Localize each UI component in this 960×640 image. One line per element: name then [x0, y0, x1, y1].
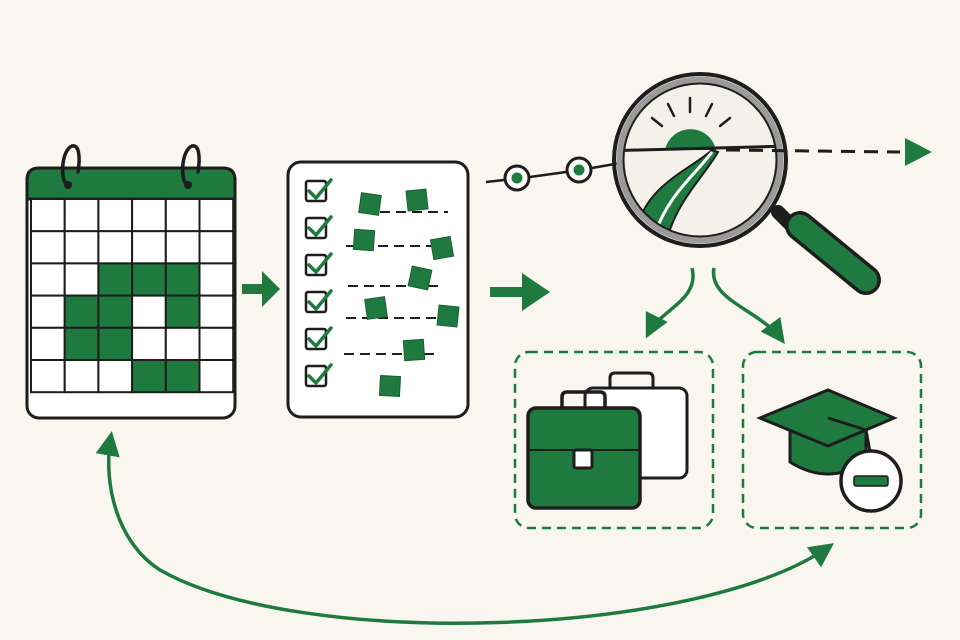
checkbox: [304, 290, 328, 314]
arrow-forward-icon: [905, 138, 932, 166]
minus-icon: [839, 449, 903, 513]
calendar-cell: [164, 230, 201, 265]
calendar-cell: [97, 262, 134, 297]
calendar-icon: [25, 144, 237, 420]
calendar-cell: [63, 262, 100, 297]
calendar-cell: [164, 198, 201, 233]
checkbox: [304, 216, 328, 240]
sunrise-icon: [665, 129, 716, 150]
checklist-items: [304, 178, 460, 398]
calendar-cell: [164, 262, 201, 297]
calendar-cell: [164, 359, 201, 394]
task-block: [352, 228, 376, 252]
calendar-cell: [198, 230, 235, 265]
arrow-checklist-to-lens: [490, 273, 550, 311]
task-block: [405, 188, 429, 212]
calendar-cell: [131, 262, 167, 297]
timeline-icon: [485, 156, 627, 192]
calendar-cell: [97, 230, 134, 265]
calendar-cell: [30, 198, 66, 233]
task-block: [358, 192, 382, 216]
dashed-path-forward: [725, 148, 901, 154]
check-mark-icon: [307, 215, 333, 237]
task-block: [407, 265, 433, 291]
calendar-cell: [97, 326, 134, 361]
calendar-cell: [63, 294, 100, 329]
arrow-to-career: [645, 267, 695, 339]
calendar-cell: [131, 230, 167, 265]
calendar-cell: [198, 198, 235, 233]
magnifier-rim: [612, 72, 788, 248]
check-mark-icon: [307, 252, 333, 274]
calendar-ring-left: [60, 144, 81, 186]
calendar-cell: [164, 294, 201, 329]
cap-tassel: [827, 416, 872, 453]
calendar-cell: [198, 359, 235, 394]
checkbox: [304, 364, 328, 388]
calendar-cell: [198, 326, 235, 361]
arrow-to-education: [711, 267, 785, 344]
check-mark-icon: [307, 289, 333, 311]
career-option-box: [513, 350, 715, 530]
calendar-cell: [131, 326, 167, 361]
timeline-node-1: [503, 164, 531, 192]
calendar-cell: [97, 198, 134, 233]
calendar-cell: [131, 359, 167, 394]
check-mark-icon: [307, 178, 333, 200]
calendar-cell: [97, 359, 134, 394]
calendar-cell: [30, 359, 66, 394]
calendar-ring-right: [180, 144, 201, 186]
calendar-cell: [198, 262, 235, 297]
calendar-cell: [131, 294, 167, 329]
calendar-cell: [30, 262, 66, 297]
calendar-cell: [131, 198, 167, 233]
checkbox: [304, 253, 328, 277]
task-block: [402, 338, 426, 362]
calendar-cell: [63, 230, 100, 265]
check-mark-icon: [307, 363, 333, 385]
calendar-cell: [63, 326, 100, 361]
task-block: [364, 296, 388, 320]
calendar-cell: [63, 198, 100, 233]
check-mark-icon: [307, 326, 333, 348]
calendar-grid: [30, 198, 235, 394]
calendar-cell: [63, 359, 100, 394]
arrow-calendar-to-checklist: [242, 271, 280, 307]
calendar-cell: [30, 230, 66, 265]
education-option-box: [741, 350, 923, 530]
checkbox: [304, 327, 328, 351]
calendar-cell: [198, 294, 235, 329]
task-block: [429, 235, 455, 261]
checkbox: [304, 179, 328, 203]
magnifying-glass-icon: [612, 72, 881, 295]
loop-arrow-back-to-calendar: [95, 431, 835, 625]
calendar-cell: [30, 294, 66, 329]
calendar-cell: [164, 326, 201, 361]
briefcase-clasp: [572, 448, 594, 470]
task-block: [436, 304, 460, 328]
calendar-cell: [97, 294, 134, 329]
checklist-icon: [286, 160, 470, 419]
task-block: [378, 374, 402, 398]
timeline-node-2: [565, 156, 593, 184]
briefcase-icon: [526, 390, 642, 510]
calendar-cell: [30, 326, 66, 361]
